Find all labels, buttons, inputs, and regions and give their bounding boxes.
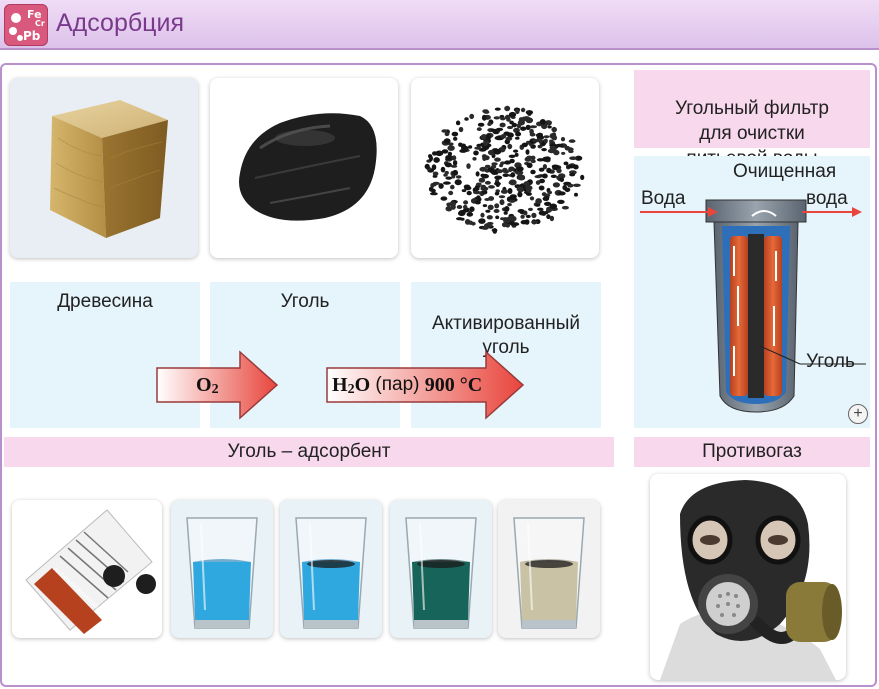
activated-coal-label-text: Активированный уголь [431,313,581,358]
wood-label: Древесина [10,282,200,428]
adsorbent-bar: Уголь – адсорбент [4,437,614,467]
filter-diagram [634,156,870,428]
gasmask-photo [650,474,846,680]
logo-pb-text: Pb [23,29,41,43]
charcoal-photo [210,78,398,258]
gasmask-bar-text: Противогаз [702,441,802,462]
wood-label-text: Древесина [57,291,153,312]
gasmask-bar: Противогаз [634,437,870,467]
activated-carbon-photo [411,78,599,258]
glass-photo [280,500,382,638]
clean-water-label-2: вода [806,188,848,209]
coal-label-text: Уголь [280,291,330,312]
header-bar: Fe Cr Pb Адсорбция [0,0,879,50]
wood-photo [10,78,198,258]
logo-cr-text: Cr [35,19,45,28]
clean-water-label-1: Очищенная [733,161,837,182]
water-in-label: Вода [641,188,686,209]
adsorbent-bar-text: Уголь – адсорбент [227,441,391,462]
content-frame [0,63,877,687]
app-logo-icon[interactable]: Fe Cr Pb [4,4,48,46]
glass-photo [498,500,600,638]
activated-coal-label: Активированный уголь [411,282,601,428]
logo-fe-text: Fe [27,8,42,21]
page-title: Адсорбция [56,9,184,37]
glass-photo [171,500,273,638]
tablets-photo: АКТИВИРОВАННЫЙ УГОЛЬ [12,500,162,638]
coal-pointer-label: Уголь [806,351,855,372]
zoom-in-icon[interactable]: + [848,404,868,424]
glass-photo [390,500,492,638]
filter-title: Угольный фильтр для очистки питьевой вод… [634,70,870,169]
